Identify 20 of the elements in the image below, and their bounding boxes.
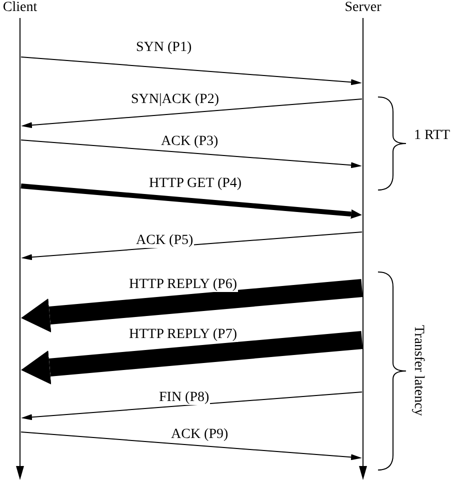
edge-label: ACK (P5) [135, 233, 194, 248]
arrow [20, 140, 362, 168]
edge-label: ACK (P3) [160, 134, 220, 149]
lifeline-label: Client [2, 0, 38, 16]
arrow [20, 432, 362, 460]
edge-label: SYN (P1) [135, 40, 193, 55]
edge-label: SYN|ACK (P2) [130, 92, 220, 107]
edge-label: FIN (P8) [158, 390, 210, 405]
arrow [21, 392, 362, 420]
edge-label: HTTP REPLY (P6) [128, 277, 238, 292]
annotation-label: Transfer latency [410, 324, 426, 416]
arrow [21, 331, 363, 384]
arrow [20, 184, 362, 219]
lifeline-label: Server [344, 0, 382, 16]
edge-label: ACK (P9) [170, 427, 230, 442]
edge-label: HTTP GET (P4) [148, 176, 243, 191]
arrow [20, 56, 362, 86]
annotation-label: 1 RTT [414, 128, 450, 144]
edge-label: HTTP REPLY (P7) [128, 327, 238, 342]
arrow [21, 98, 362, 128]
